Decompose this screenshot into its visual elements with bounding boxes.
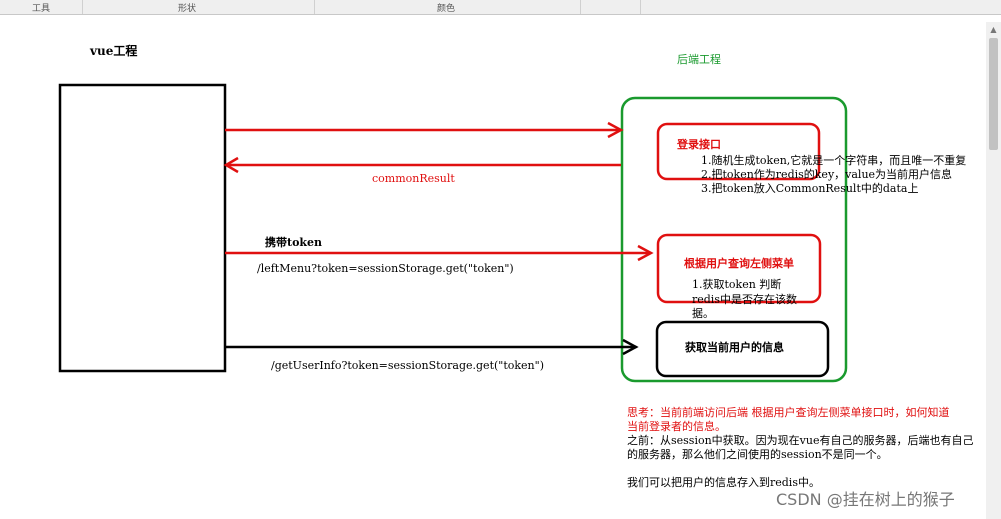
toolbar-shapes-label[interactable]: 形状	[178, 4, 197, 14]
toolbar: 工具 形状 颜色	[0, 0, 1001, 15]
menu-step-2: redis中是否存在该数	[692, 293, 797, 306]
toolbar-colors-label[interactable]: 颜色	[437, 4, 456, 14]
login-step-3: 3.把token放入CommonResult中的data上	[701, 182, 919, 195]
menu-step-3: 据。	[692, 307, 714, 320]
frontend-box[interactable]	[58, 83, 227, 373]
common-result-arrow[interactable]	[223, 156, 621, 174]
scroll-thumb[interactable]	[989, 38, 998, 150]
csdn-watermark: CSDN @挂在树上的猴子	[776, 490, 955, 509]
before-line-2: 的服务器，那么他们之间使用的session不是同一个。	[627, 448, 888, 461]
menu-step-1: 1.获取token 判断	[692, 278, 782, 291]
toolbar-tools-label[interactable]: 工具	[32, 4, 51, 14]
vertical-scrollbar[interactable]: ▲	[986, 22, 1001, 519]
menu-box[interactable]	[656, 233, 822, 304]
backend-box[interactable]	[620, 96, 848, 383]
toolbar-separator	[580, 0, 581, 14]
menu-box-title: 根据用户查询左侧菜单	[684, 257, 794, 270]
login-step-1: 1.随机生成token,它就是一个字符串，而且唯一不重复	[701, 154, 967, 167]
toolbar-separator	[82, 0, 83, 14]
login-box-title: 登录接口	[677, 138, 721, 151]
userinfo-box-title: 获取当前用户的信息	[685, 341, 784, 354]
solution-note: 我们可以把用户的信息存入到redis中。	[627, 476, 820, 489]
login-step-2: 2.把token作为redis的key，value为当前用户信息	[701, 168, 953, 181]
before-line-1: 之前：从session中获取。因为现在vue有自己的服务器，后端也有自己	[627, 434, 974, 447]
left-menu-arrow[interactable]	[225, 244, 654, 262]
scroll-up-icon[interactable]: ▲	[990, 25, 997, 34]
carry-token-label: 携带token	[265, 236, 323, 249]
backend-title: 后端工程	[677, 53, 721, 66]
toolbar-separator	[314, 0, 315, 14]
login-box[interactable]	[656, 122, 821, 181]
frontend-title: vue工程	[90, 44, 138, 58]
userinfo-box[interactable]	[655, 320, 830, 378]
toolbar-separator	[640, 0, 641, 14]
user-info-url-label: /getUserInfo?token=sessionStorage.get("t…	[271, 359, 544, 372]
question-line-1: 思考：当前前端访问后端 根据用户查询左侧菜单接口时，如何知道	[627, 406, 950, 419]
question-line-2: 当前登录者的信息。	[627, 420, 726, 433]
user-info-arrow[interactable]	[225, 338, 639, 356]
login-request-arrow[interactable]	[225, 121, 624, 139]
left-menu-url-label: /leftMenu?token=sessionStorage.get("toke…	[257, 262, 514, 275]
common-result-label: commonResult	[372, 172, 455, 185]
